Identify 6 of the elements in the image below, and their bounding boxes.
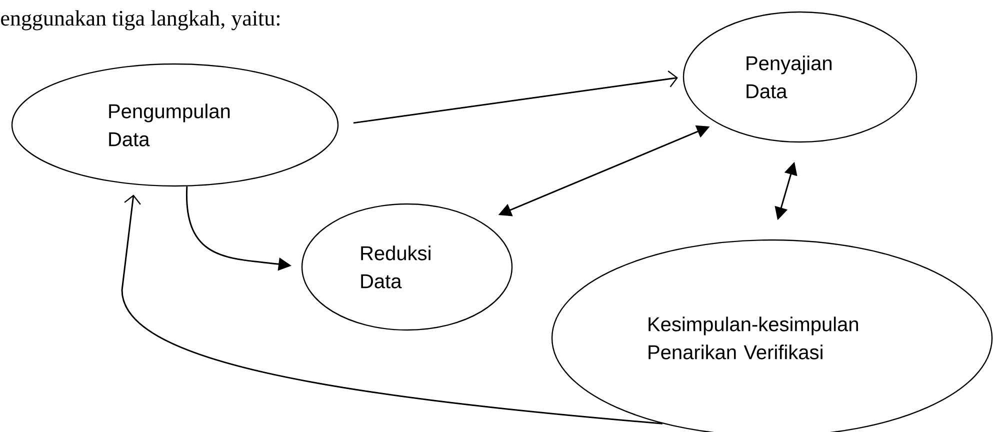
arrow: [121, 194, 663, 424]
ellipse-node: Penyajian Data: [682, 11, 918, 143]
text-line: enggunakan tiga langkah, yaitu:: [1, 10, 280, 30]
ellipse-node: Pengumpulan Data: [11, 63, 339, 187]
arrow: [353, 70, 678, 124]
ellipse-node: Reduksi Data: [301, 203, 513, 331]
